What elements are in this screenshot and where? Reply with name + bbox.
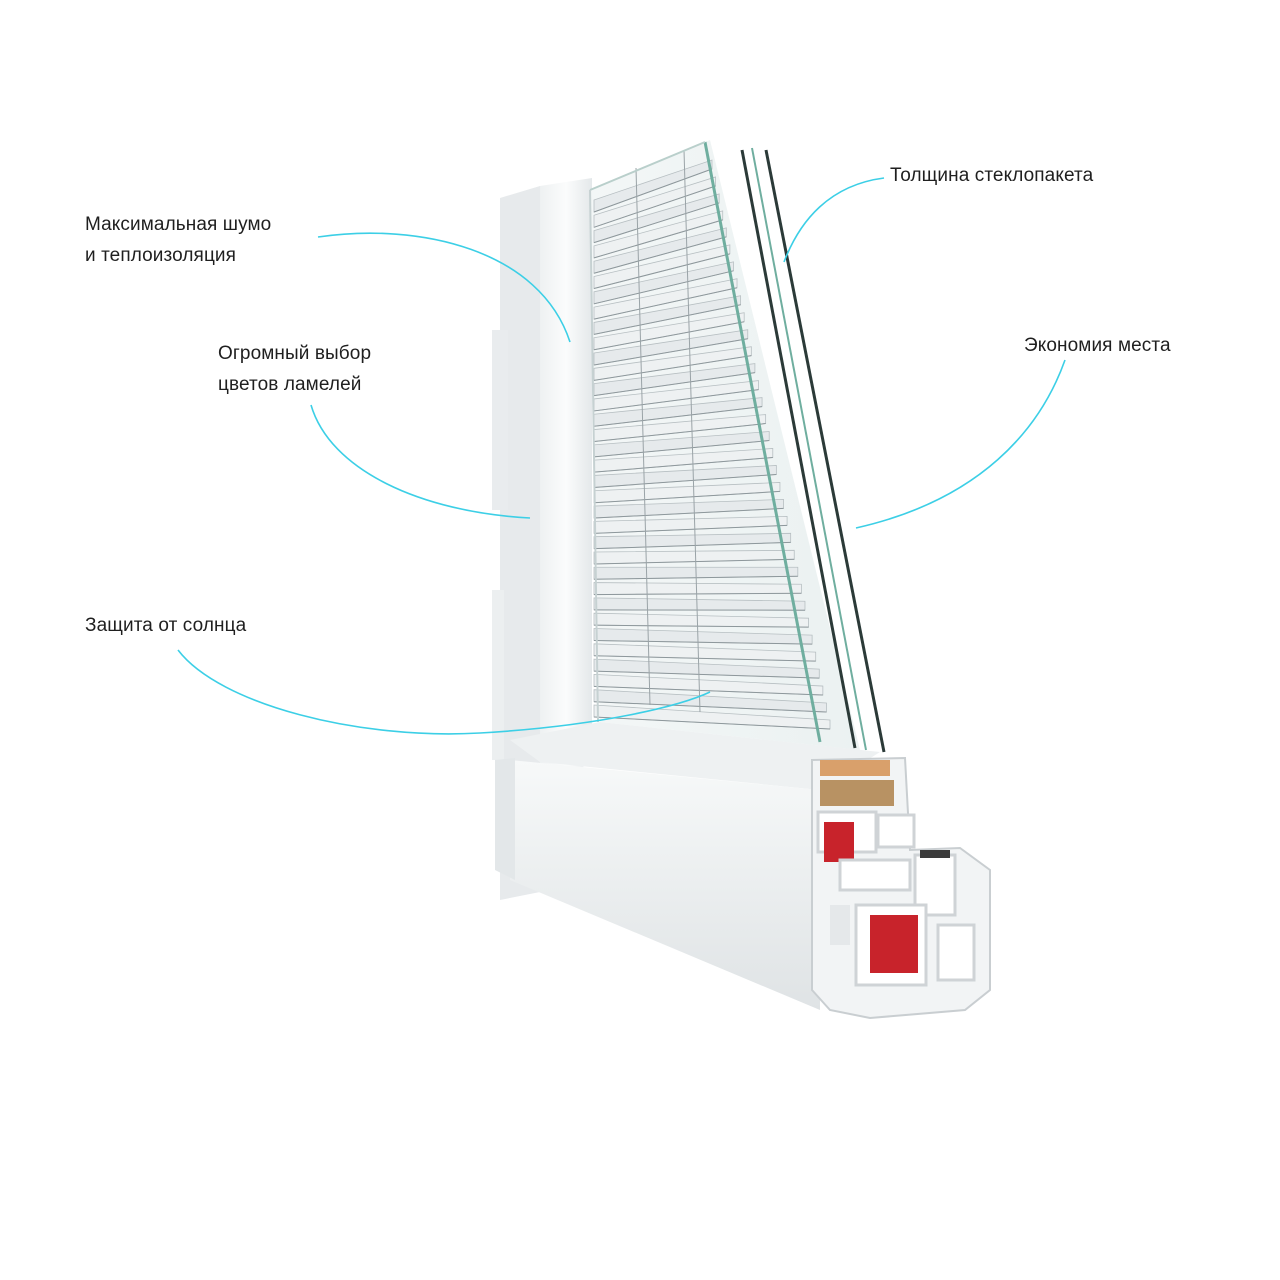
callout-noise-line-1: Максимальная шумо [85, 214, 272, 235]
callout-noise-line-2: и теплоизоляция [85, 245, 237, 266]
blind-lamella-shadow [593, 321, 745, 351]
blind-lamella-shadow [593, 185, 716, 228]
blind-lamella-shadow [593, 355, 752, 381]
callout-space-line-1: Экономия места [1024, 335, 1171, 356]
blind-lamella-shadow [593, 524, 788, 534]
blind-lamella-shadow [593, 440, 770, 458]
blind-lamella-shadow [593, 624, 809, 628]
blind-lamella-shadow [593, 456, 773, 473]
callout-colors-line-1: Огромный выбор [218, 343, 372, 364]
callout-space-saving: Экономия места [1024, 330, 1171, 361]
blind-lamella-shadow [593, 287, 738, 320]
blind-lamella-shadow [593, 639, 813, 645]
blind-lamella-shadow [593, 270, 734, 305]
blind-lamella-shadow [593, 655, 816, 662]
blind-lamella-shadow [593, 236, 727, 274]
spacer-seal [820, 760, 890, 776]
blind-lamella-shadow [593, 168, 713, 213]
callout-thickness-line-1: Толщина стеклопакета [890, 165, 1094, 186]
callout-glazing-thickness: Толщина стеклопакета [890, 160, 1093, 191]
callout-sun-protection: Защита от солнца [85, 610, 246, 641]
frame-left-post [492, 178, 592, 900]
blind-lamella-shadow [593, 670, 820, 679]
blind-ladder-cord [635, 167, 651, 706]
leader-lines [177, 177, 1066, 735]
blind-lamella-shadow [593, 372, 755, 397]
callout-lamella-colors: Огромный выбор цветов ламелей [218, 338, 371, 400]
leader-sun [177, 649, 711, 735]
callout-colors-line-2: цветов ламелей [218, 374, 362, 395]
blind-lamella-shadow [593, 716, 831, 730]
blind-lamella-shadow [593, 406, 763, 427]
blind-lamella-shadow [593, 202, 720, 244]
blind-lamella-shadow [593, 423, 766, 443]
reinforcement-lower [870, 915, 918, 973]
blind-lamella [593, 582, 802, 595]
blind-lamella-shadow [593, 490, 780, 504]
blind-lamella-shadow [593, 592, 802, 596]
blind-lamella-shadow [593, 507, 784, 519]
blind-lamella-shadow [593, 219, 723, 259]
blind-lamella-shadow [593, 685, 823, 696]
blinds-lamellae [593, 149, 831, 730]
blind-lamella-shadow [593, 304, 741, 335]
blind-lamella-shadow [593, 701, 827, 713]
blind-lamella-shadow [593, 338, 748, 366]
blind-lamella-shadow [593, 389, 759, 412]
blind-lamella-shadow [593, 473, 777, 488]
leader-colors [310, 404, 531, 519]
leader-space [855, 359, 1066, 529]
glass-edges [589, 141, 886, 753]
profile-cross-section [811, 756, 991, 1020]
glazing-bead [820, 780, 894, 806]
callout-noise-insulation: Максимальная шумо и теплоизоляция [85, 209, 271, 271]
blind-lamella-shadow [593, 558, 795, 565]
reinforcement-upper [824, 822, 854, 862]
frame-sill [495, 722, 880, 1010]
blind-ladder-cord [683, 149, 701, 713]
blind-lamella-shadow [593, 541, 791, 550]
blind-lamella-shadow [593, 253, 731, 289]
leader-noise [317, 232, 571, 343]
leader-thickness [783, 177, 885, 263]
callout-sun-line-1: Защита от солнца [85, 615, 247, 636]
